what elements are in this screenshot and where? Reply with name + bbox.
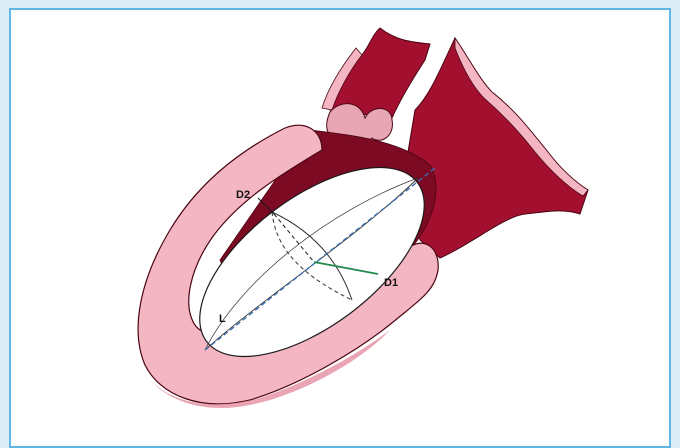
right-atrium-shape xyxy=(405,38,588,258)
label-d2: D2 xyxy=(236,189,250,201)
label-d1: D1 xyxy=(384,277,398,289)
label-l: L xyxy=(219,313,226,325)
